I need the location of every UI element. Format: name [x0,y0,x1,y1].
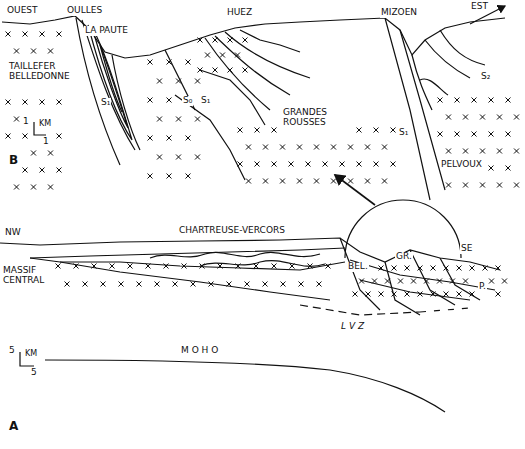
scale-number: 5 [30,368,38,378]
massif-name: GRANDES ROUSSES [282,108,340,128]
place-name: LA PAUTE [84,26,129,36]
schistosity-label: S₂ [480,72,491,82]
place-name: HUEZ [226,8,253,18]
scale-number: 5 [8,346,16,356]
scale-unit: KM [24,350,38,359]
direction-label: EST [470,2,489,12]
scale-number: 1 [42,137,50,147]
layer-label: M O H O [180,346,219,356]
direction-label: OUEST [6,6,39,16]
panel-letter: B [8,154,19,167]
place-name: MIZOEN [380,8,418,18]
basement-crosses [6,32,520,297]
range-name: CHARTREUSE-VERCORS [178,226,286,236]
massif-name: PELVOUX [440,160,483,170]
massif-name: MASSIF CENTRAL [2,266,48,286]
massif-abbrev: P. [478,282,487,292]
massif-abbrev: BEL. [347,262,369,272]
bedding-label: S₀ [182,96,193,106]
scale-number: 1 [22,117,30,127]
panel-letter: A [8,420,19,433]
schistosity-label: S₁ [100,98,111,108]
direction-label: SE [460,244,473,254]
place-name: OULLES [66,6,103,16]
direction-label: NW [4,228,22,238]
scale-unit: KM [38,120,52,129]
massif-abbrev: GR. [395,252,413,262]
massif-name: TAILLEFER BELLEDONNE [8,62,74,82]
schistosity-label: S₁ [398,128,409,138]
layer-label: L V Z [340,322,365,332]
schistosity-label: S₁ [200,96,211,106]
